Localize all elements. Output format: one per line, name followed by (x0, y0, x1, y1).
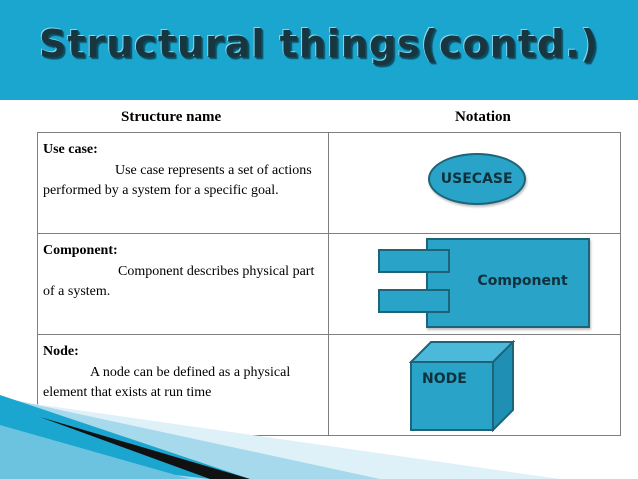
component-tab-top (377, 249, 450, 273)
component-notation-cell: Component (327, 233, 622, 335)
component-description-cell: Component: Component describes physical … (37, 233, 329, 335)
header-structure-name: Structure name (121, 109, 222, 125)
decorative-swoosh (0, 395, 560, 479)
component-shape: Component (425, 238, 590, 328)
node-title: Node: (43, 344, 79, 359)
table-row: Use case: Use case represents a set of a… (37, 132, 622, 234)
node-label: NODE (422, 371, 467, 387)
usecase-label: USECASE (440, 171, 513, 187)
usecase-body: Use case represents a set of actions per… (43, 163, 312, 198)
structure-table: Use case: Use case represents a set of a… (37, 132, 622, 436)
table-row: Component: Component describes physical … (37, 233, 622, 335)
component-label: Component (477, 273, 568, 289)
component-title: Component: (43, 243, 118, 258)
node-body: A node can be defined as a physical elem… (43, 365, 291, 400)
title-bar (0, 0, 638, 100)
component-body: Component describes physical part of a s… (43, 264, 315, 299)
node-notation-cell: NODE (327, 334, 622, 436)
header-notation: Notation (455, 109, 511, 125)
usecase-title: Use case: (43, 142, 98, 157)
usecase-ellipse-shape: USECASE (427, 153, 526, 205)
node-cube-shape: NODE (408, 340, 516, 432)
usecase-description-cell: Use case: Use case represents a set of a… (37, 132, 329, 234)
slide-title: Structural things(contd.) (38, 22, 600, 66)
usecase-notation-cell: USECASE (327, 132, 622, 234)
component-tab-bottom (377, 289, 450, 313)
